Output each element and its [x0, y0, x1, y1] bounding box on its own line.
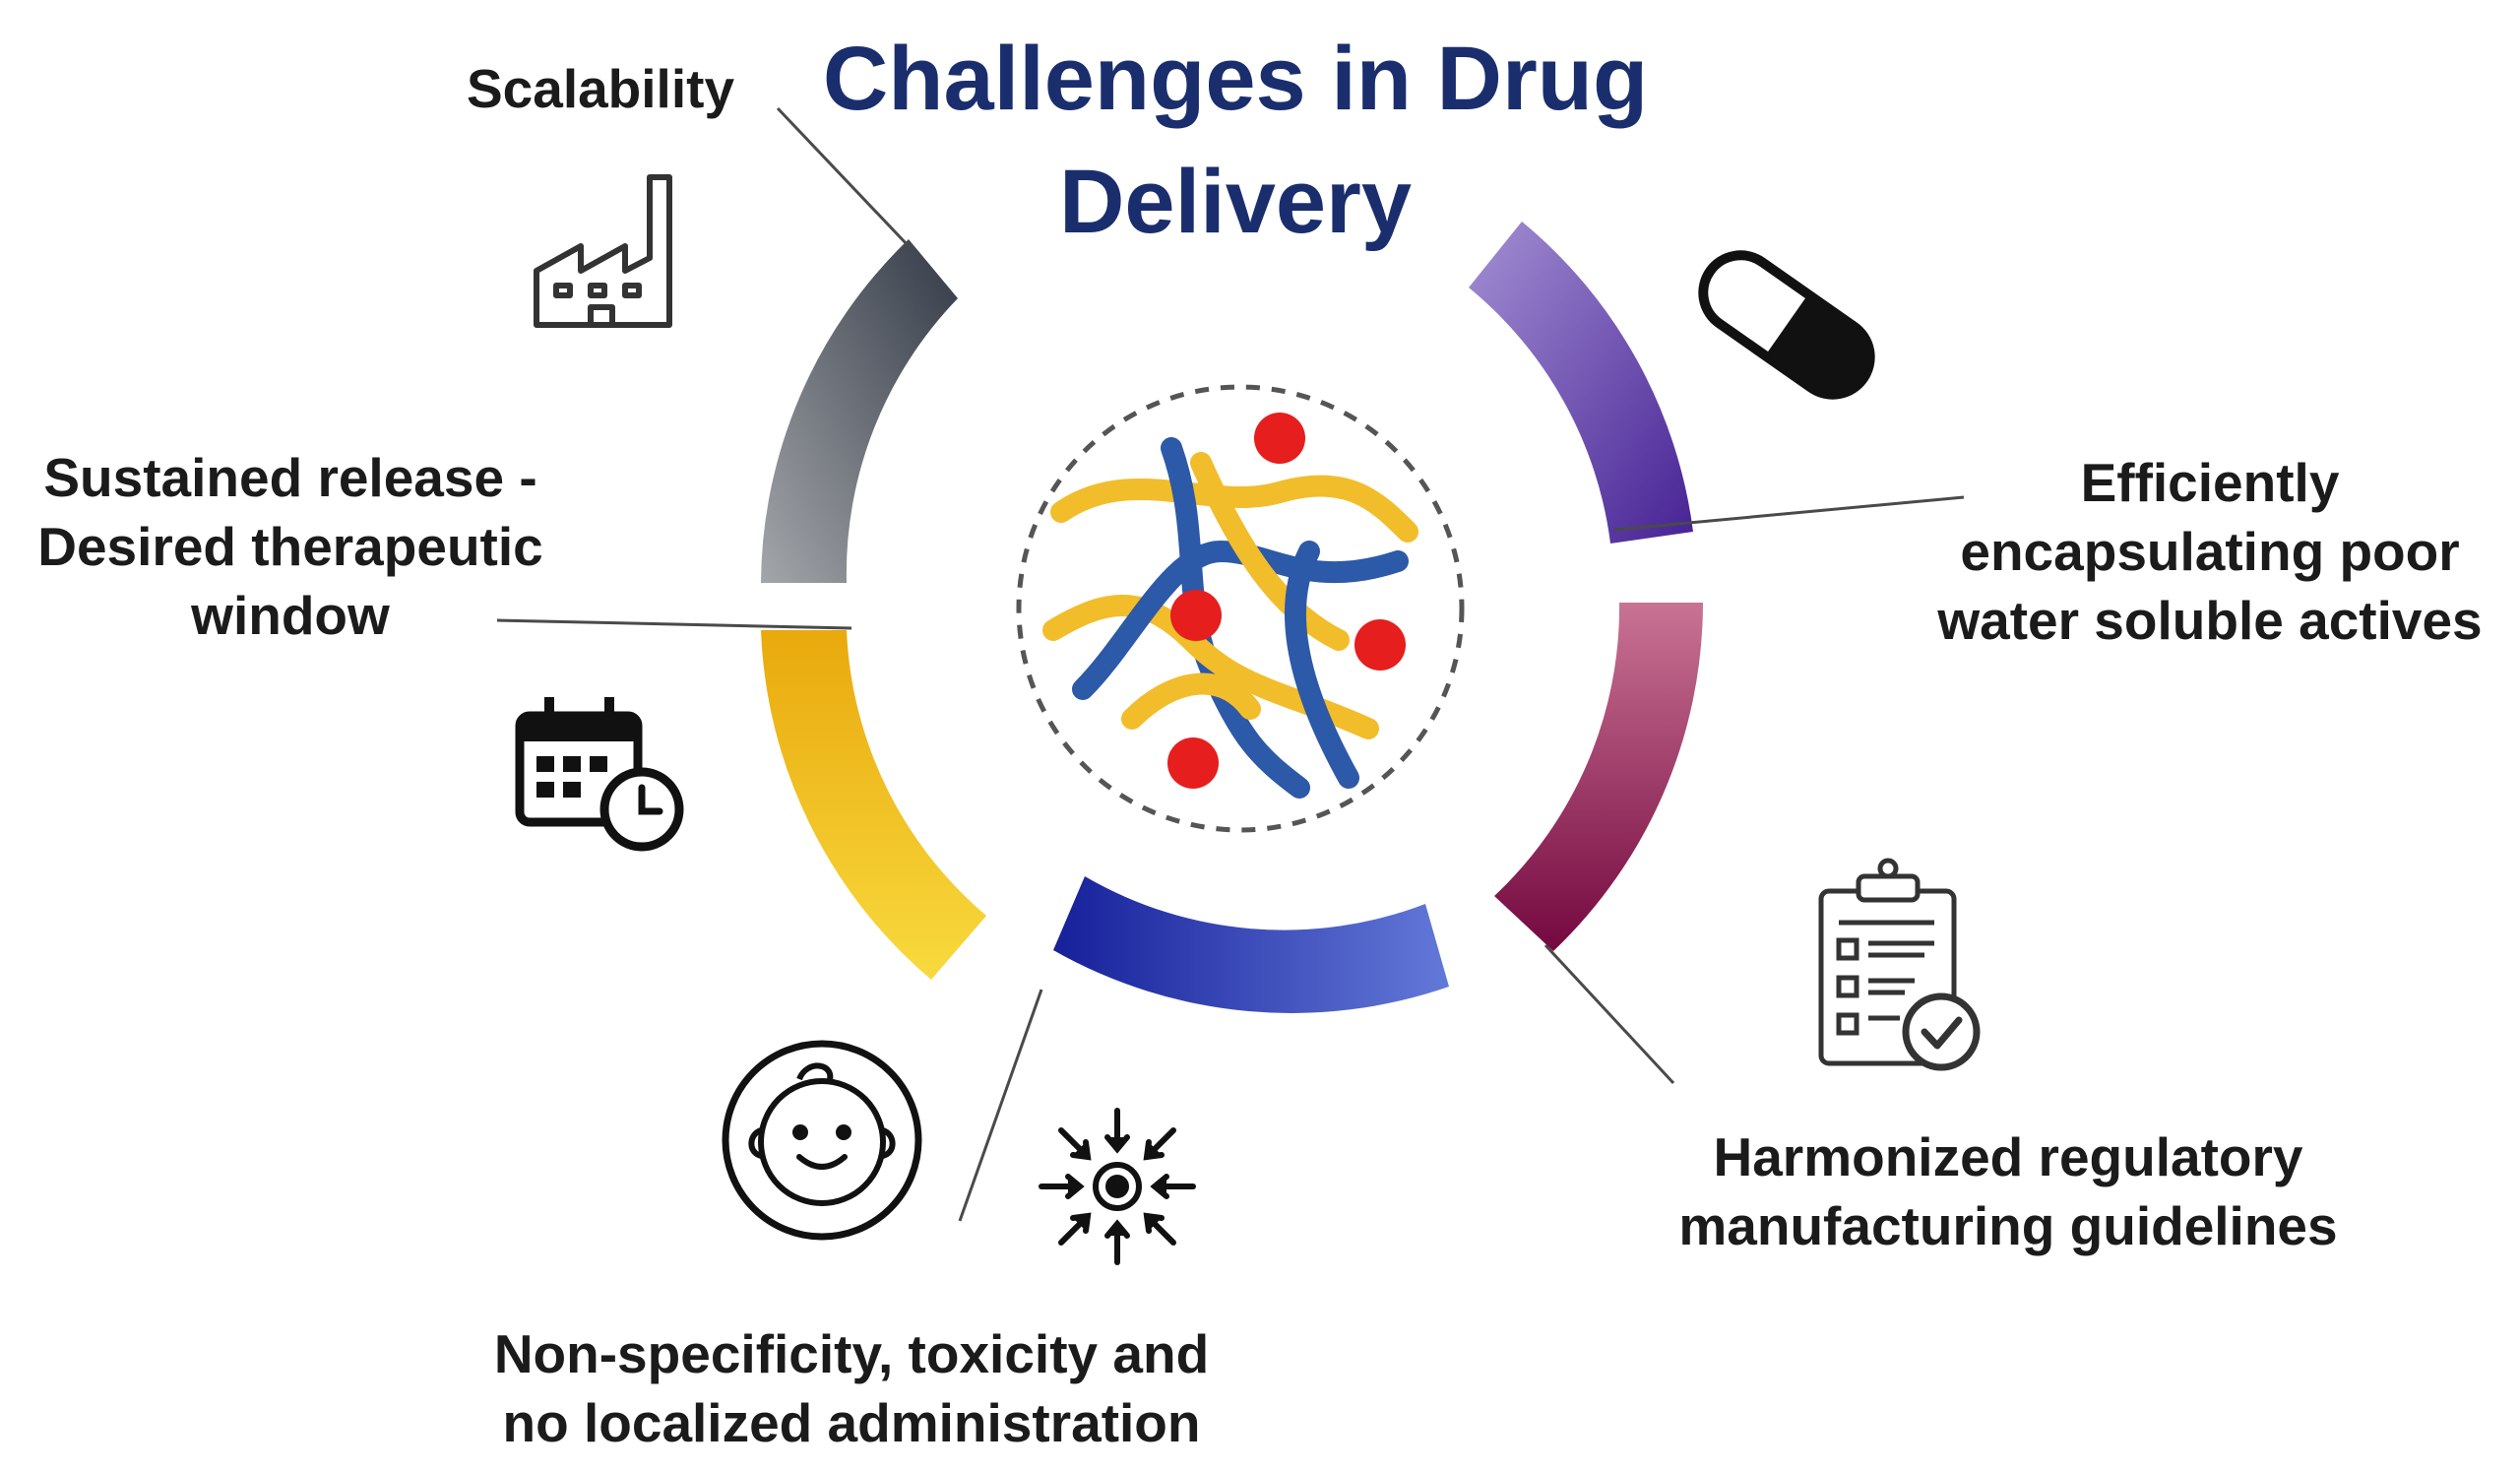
scalability-arc [761, 239, 958, 583]
encapsulation-arc [1469, 222, 1693, 544]
scalability-label-line: Scalability [466, 58, 735, 119]
capsule-pill-icon [1698, 250, 1875, 400]
factory-icon [534, 174, 672, 328]
sustained-label: Sustained release - Desired therapeutic … [0, 443, 581, 650]
specificity-label: Non-specificity, toxicity and no localiz… [438, 1319, 1265, 1457]
baby-face-icon [722, 1040, 922, 1241]
calendar-clock-icon [515, 697, 684, 852]
regulatory-arc [1494, 603, 1703, 951]
encapsulation-label-line-2: encapsulating poor [1960, 521, 2460, 582]
title-line-1: Challenges in Drug [822, 29, 1649, 129]
sustained-connector [496, 618, 852, 630]
specificity-label-line-2: no localized administration [502, 1392, 1201, 1453]
regulatory-connector [1544, 943, 1675, 1085]
encapsulation-label-line-3: water soluble actives [1937, 590, 2483, 651]
specificity-arc [1053, 876, 1449, 1013]
encapsulation-connector [1613, 495, 1965, 532]
regulatory-label: Harmonized regulatory manufacturing guid… [1644, 1122, 2372, 1260]
polymer-network-nanoparticle-icon [1016, 384, 1465, 833]
specificity-label-line-1: Non-specificity, toxicity and [493, 1323, 1210, 1384]
regulatory-label-line-2: manufacturing guidelines [1678, 1195, 2338, 1256]
sustained-label-line-2: Desired therapeutic [37, 516, 543, 577]
encapsulation-label: Efficiently encapsulating poor water sol… [1900, 448, 2520, 655]
scalability-connector [776, 106, 911, 248]
title-line-2: Delivery [1058, 152, 1413, 252]
scalability-label: Scalability [453, 54, 748, 123]
specificity-connector [958, 989, 1043, 1222]
clipboard-checklist-icon [1818, 858, 1981, 1071]
sustained-label-line-1: Sustained release - [43, 447, 537, 508]
sustained-arc [761, 630, 986, 980]
targeting-arrows-icon [1039, 1108, 1196, 1265]
regulatory-label-line-1: Harmonized regulatory [1713, 1126, 2303, 1187]
sustained-label-line-3: window [191, 585, 390, 646]
encapsulation-label-line-1: Efficiently [2080, 452, 2340, 513]
